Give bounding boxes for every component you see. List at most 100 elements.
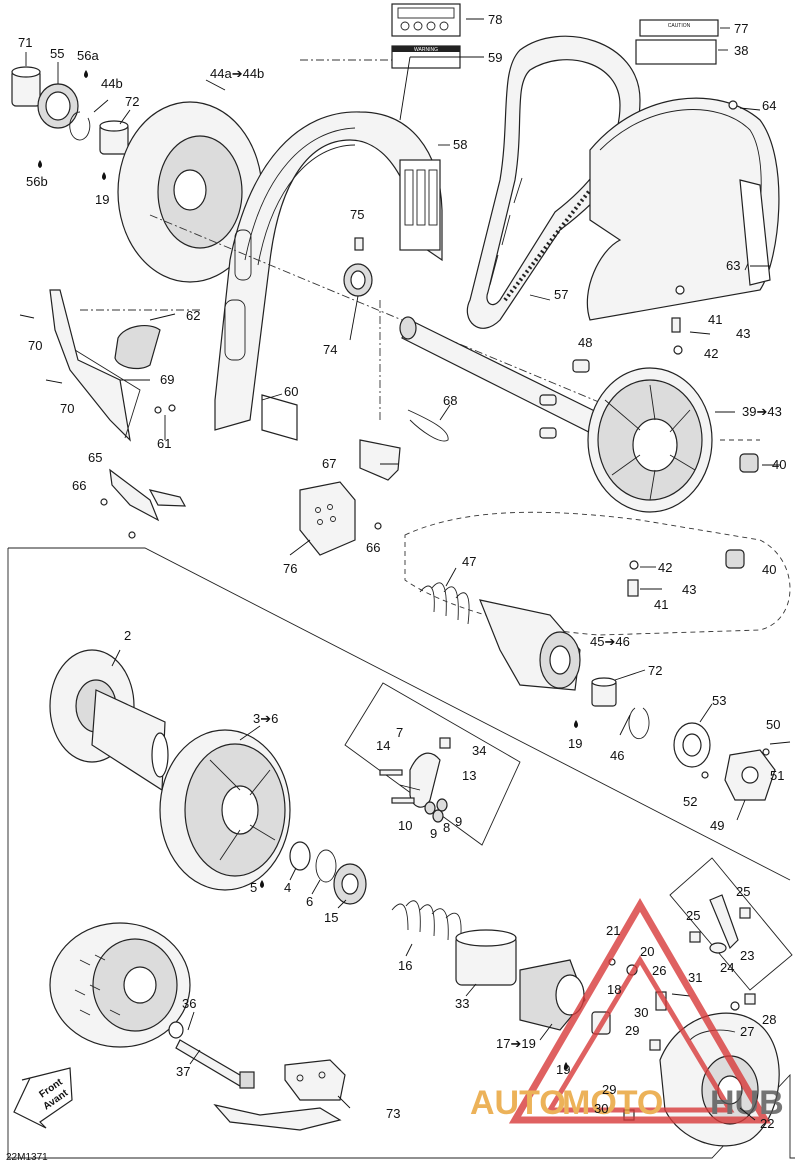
- part-label: 51: [770, 768, 784, 783]
- part-label: 15: [324, 910, 338, 925]
- part-label: 66: [366, 540, 380, 555]
- part-label: 49: [710, 818, 724, 833]
- bushing-40-right: [739, 453, 759, 473]
- pin-75: [354, 237, 364, 251]
- part-label: 13: [462, 768, 476, 783]
- chaincase-frame: [214, 111, 443, 441]
- cover-49: [724, 749, 776, 801]
- part-label: 53: [712, 693, 726, 708]
- oil-drop-icon: [564, 1062, 568, 1070]
- part-label: 29: [602, 1082, 616, 1097]
- part-label: 63: [726, 258, 740, 273]
- part-label: 71: [18, 35, 32, 50]
- part-label: 19: [556, 1062, 570, 1077]
- drive-clutch: [49, 922, 191, 1048]
- part-label: 48: [578, 335, 592, 350]
- bracket-62: [114, 324, 161, 370]
- part-label: 41: [708, 312, 722, 327]
- part-label: 7: [396, 725, 403, 740]
- part-label: 43: [736, 326, 750, 341]
- spider-17: [519, 959, 586, 1031]
- washer-53: [673, 722, 711, 768]
- spring-16: [391, 900, 462, 945]
- part-label: 72: [125, 94, 139, 109]
- bushing-72-top: [99, 120, 129, 155]
- part-label: 26: [652, 963, 666, 978]
- part-label: 70: [60, 401, 74, 416]
- part-label: 24: [720, 960, 734, 975]
- watermark-text-3: HUB: [710, 1084, 784, 1122]
- sheave-44: [117, 101, 263, 283]
- part-label: 46: [610, 748, 624, 763]
- part-label: 25: [686, 908, 700, 923]
- part-label: 78: [488, 12, 502, 27]
- bushing-40-low: [725, 549, 745, 569]
- part-label: 66: [72, 478, 86, 493]
- part-label: 18: [607, 982, 621, 997]
- part-label: 28: [762, 1012, 776, 1027]
- part-label: 20: [640, 944, 654, 959]
- decal-59-text: WARNING: [414, 47, 438, 53]
- part-label: 2: [124, 628, 131, 643]
- part-label: 77: [734, 21, 748, 36]
- watermark-logo: AUTO MOTO HUB: [470, 898, 784, 1124]
- part-label: 6: [306, 894, 313, 909]
- decal-77: CAUTION: [639, 19, 719, 37]
- part-label: 8: [443, 820, 450, 835]
- cam-45: [479, 599, 581, 691]
- part-label: 3➔6: [253, 711, 278, 726]
- part-label: 47: [462, 554, 476, 569]
- watermark-text-2: MOTO: [562, 1084, 663, 1122]
- part-label: 44a➔44b: [210, 66, 264, 81]
- diagram-code: 22M1371: [6, 1152, 48, 1163]
- part-label: 50: [766, 717, 780, 732]
- part-label: 38: [734, 43, 748, 58]
- oil-drop-icon: [260, 880, 264, 888]
- nut-34: [439, 737, 451, 749]
- part-label: 5: [250, 880, 257, 895]
- driven-pulley-39: [399, 316, 713, 513]
- part-label: 31: [688, 970, 702, 985]
- bearing-55: [37, 83, 79, 129]
- part-label: 76: [283, 561, 297, 576]
- part-label: 58: [453, 137, 467, 152]
- part-label: 68: [443, 393, 457, 408]
- oil-drop-icon: [574, 720, 578, 728]
- decal-77-text: CAUTION: [668, 23, 691, 29]
- part-label: 40: [772, 457, 786, 472]
- ring-6: [315, 849, 337, 883]
- pin-48: [572, 359, 590, 373]
- part-label: 36: [182, 996, 196, 1011]
- part-label: 62: [186, 308, 200, 323]
- fixed-sheave-2: [49, 649, 169, 792]
- spacer-4: [289, 841, 311, 871]
- part-label: 19: [568, 736, 582, 751]
- part-label: 9: [455, 814, 462, 829]
- part-label: 56b: [26, 174, 48, 189]
- clip-68: [407, 409, 449, 442]
- part-label: 40: [762, 562, 776, 577]
- part-label: 60: [284, 384, 298, 399]
- oil-drop-icon: [38, 160, 42, 168]
- part-label: 65: [88, 450, 102, 465]
- part-label: 4: [284, 880, 291, 895]
- part-label: 55: [50, 46, 64, 61]
- part-label: 29: [625, 1023, 639, 1038]
- part-label: 41: [654, 597, 668, 612]
- cup-15: [333, 863, 367, 905]
- part-label: 33: [455, 996, 469, 1011]
- bolt-41-top: [671, 317, 681, 333]
- bushing-33: [455, 929, 517, 986]
- bracket-67: [359, 439, 401, 481]
- part-label: 39➔43: [742, 404, 782, 419]
- part-label: 27: [740, 1024, 754, 1039]
- part-label: 42: [704, 346, 718, 361]
- part-label: 52: [683, 794, 697, 809]
- decal-78: [391, 3, 461, 37]
- decal-38: [635, 39, 717, 65]
- spring-47: [419, 582, 470, 625]
- part-label: 59: [488, 50, 502, 65]
- part-label: 57: [554, 287, 568, 302]
